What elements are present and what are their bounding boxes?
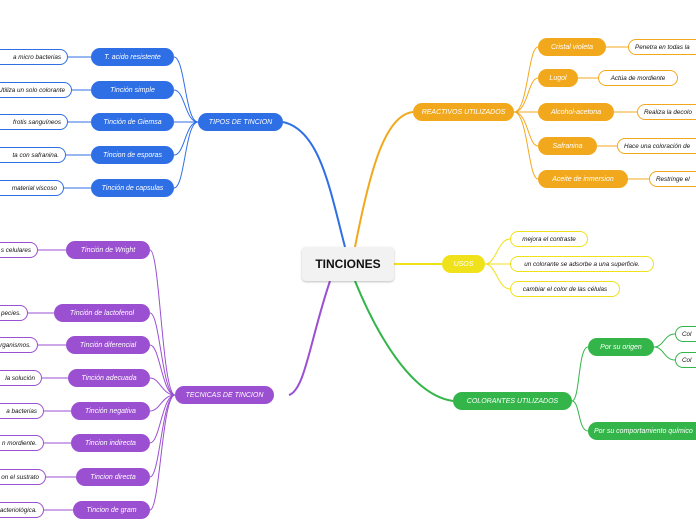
reactivos-item-lugol[interactable]: Lugol	[538, 69, 578, 87]
tecnicas-leaf-directa[interactable]: on el sustrato	[0, 469, 46, 485]
reactivos-leaf-aceite-inmersion[interactable]: Restringe el	[649, 171, 696, 187]
tipos-item-giemsa[interactable]: Tinción de Giemsa	[91, 113, 174, 131]
tecnicas-item-lactofenol[interactable]: Tinción de lactofenol	[54, 304, 150, 322]
tecnicas-item-diferencial[interactable]: Tinción diferencial	[66, 336, 150, 354]
colorantes-leaf-origen-1[interactable]: Col	[675, 326, 696, 342]
tipos-leaf-acido-resistente[interactable]: a micro bacterias	[0, 49, 68, 65]
tecnicas-item-negativa[interactable]: Tinción negativa	[71, 402, 150, 420]
tecnicas-leaf-lactofenol[interactable]: pecies.	[0, 305, 28, 321]
tipos-item-acido-resistente[interactable]: T. acido resistente	[91, 48, 174, 66]
reactivos-leaf-lugol[interactable]: Actúa de mordiente	[598, 70, 678, 86]
reactivos-leaf-safranina[interactable]: Hace una coloración de	[617, 138, 696, 154]
links-reactivos	[513, 46, 649, 180]
tipos-item-capsulas[interactable]: Tinción de capsulas	[91, 179, 174, 197]
links-tipos	[64, 56, 199, 189]
branch-colorantes-utilizados[interactable]: COLORANTES UTILIZADOS	[453, 392, 572, 410]
links-tecnicas	[28, 249, 176, 511]
tecnicas-leaf-diferencial[interactable]: rganismos.	[0, 337, 38, 353]
usos-leaf-cambiar-color[interactable]: cambiar el color de las células	[510, 281, 620, 297]
link-root-colorantes	[354, 280, 454, 402]
usos-leaf-adsorbe[interactable]: un colorante se adsorbe a una superficie…	[510, 256, 654, 272]
reactivos-item-aceite-inmersion[interactable]: Aceite de inmersion	[538, 170, 628, 188]
branch-usos[interactable]: USOS	[442, 255, 485, 273]
link-root-reactivos	[354, 111, 414, 248]
tecnicas-leaf-indirecta[interactable]: n mordiente.	[0, 435, 44, 451]
branch-tecnicas-de-tincion[interactable]: TECNICAS DE TINCION	[175, 386, 274, 404]
links-colorantes	[571, 333, 676, 432]
reactivos-item-cristal-violeta[interactable]: Cristal violeta	[538, 38, 606, 56]
reactivos-leaf-alcohol-acetona[interactable]: Realiza la decolo	[637, 104, 696, 120]
colorantes-item-comportamiento-quimico[interactable]: Por su comportamiento químico	[588, 422, 696, 440]
tipos-leaf-simple[interactable]: Utiliza un solo colorante	[0, 82, 72, 98]
tecnicas-item-adecuada[interactable]: Tinción adecuada	[68, 369, 150, 387]
reactivos-leaf-cristal-violeta[interactable]: Penetra en todas la	[628, 39, 696, 55]
tipos-item-simple[interactable]: Tinción simple	[91, 81, 174, 99]
tipos-item-esporas[interactable]: Tincion de esporas	[91, 146, 174, 164]
tecnicas-leaf-gram[interactable]: acteriológica.	[0, 502, 44, 518]
root-node[interactable]: TINCIONES	[302, 247, 394, 281]
colorantes-leaf-origen-2[interactable]: Col	[675, 352, 696, 368]
tecnicas-item-wright[interactable]: Tinción de Wright	[66, 241, 150, 259]
tipos-leaf-capsulas[interactable]: material viscoso	[0, 180, 64, 196]
tipos-leaf-giemsa[interactable]: frotis sanguíneos	[0, 114, 68, 130]
tecnicas-item-directa[interactable]: Tincion directa	[76, 468, 150, 486]
branch-reactivos-utilizados[interactable]: REACTIVOS UTILIZADOS	[413, 103, 514, 121]
links-usos	[484, 238, 511, 290]
reactivos-item-safranina[interactable]: Safranina	[538, 137, 597, 155]
tecnicas-leaf-adecuada[interactable]: la solución	[0, 370, 42, 386]
tecnicas-leaf-wright[interactable]: s celulares	[0, 242, 38, 258]
link-root-tipos	[282, 121, 346, 248]
link-root-tecnicas	[288, 280, 331, 396]
colorantes-item-origen[interactable]: Por su origen	[588, 338, 654, 356]
branch-tipos-de-tincion[interactable]: TIPOS DE TINCION	[198, 113, 283, 131]
reactivos-item-alcohol-acetona[interactable]: Alcohol-acetona	[538, 103, 614, 121]
usos-leaf-contraste[interactable]: mejora el contraste	[510, 231, 588, 247]
tipos-leaf-esporas[interactable]: ta con safranina.	[0, 147, 66, 163]
tecnicas-item-indirecta[interactable]: Tincion indirecta	[71, 434, 150, 452]
tecnicas-leaf-negativa[interactable]: a bacterias	[0, 403, 44, 419]
tecnicas-item-gram[interactable]: Tincion de gram	[73, 501, 150, 519]
